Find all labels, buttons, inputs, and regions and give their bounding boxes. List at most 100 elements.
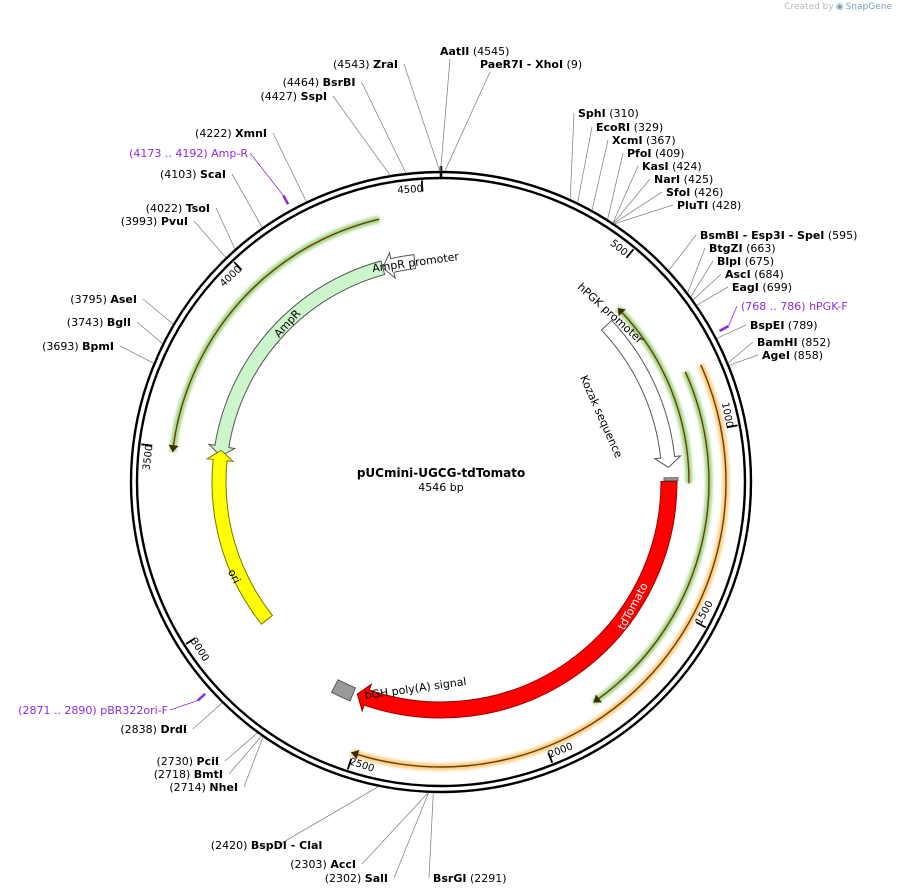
restriction-site-label[interactable]: (3795) AseI [70,293,137,306]
site-position: (424) [669,160,702,173]
green-inner-arrow [593,694,602,703]
restriction-site-label[interactable]: SfoI (426) [666,186,723,199]
restriction-site-label[interactable]: (4543) ZraI [333,58,398,71]
restriction-site-label[interactable]: EcoRI (329) [596,121,663,134]
site-name: BsrBI [323,76,356,89]
site-leader [591,139,609,211]
restriction-site-label[interactable]: (4022) TsoI [146,202,210,215]
orange-outer-arc [350,364,727,768]
primer-mark [719,325,730,332]
site-name: BamHI [757,336,798,349]
feature-bgh-poly-a-signal[interactable] [330,679,357,702]
restriction-site-label[interactable]: PfoI (409) [627,147,685,160]
restriction-site-label[interactable]: BsrGI (2291) [433,872,507,885]
site-name: PvuI [161,215,188,228]
primer-label[interactable]: (4173 .. 4192) Amp-R [129,147,248,160]
restriction-site-label[interactable]: XcmI (367) [612,134,676,147]
site-name: BsrGI [433,872,466,885]
feature-hpgk-promoter[interactable] [600,319,683,468]
site-position: (684) [751,268,784,281]
site-name: NheI [209,781,238,794]
site-name: AatII [440,45,469,58]
primer-mark [196,692,207,702]
restriction-site-label[interactable]: (4427) SspI [260,90,327,103]
site-leader [136,321,163,344]
site-position: (2420) [211,839,251,852]
site-name: EcoRI [596,121,630,134]
primer-label[interactable]: (768 .. 786) hPGK-F [741,300,848,313]
restriction-site-label[interactable]: (3743) BglI [67,316,131,329]
restriction-site-label[interactable]: (2420) BspDI - ClaI [211,839,323,852]
restriction-site-label[interactable]: (4222) XmnI [195,127,267,140]
site-name: SfoI [666,186,690,199]
credit-prefix: Created by [784,2,834,12]
site-position: (329) [630,121,663,134]
site-leader [193,220,227,258]
restriction-site-label[interactable]: PaeR7I - XhoI (9) [480,58,582,71]
restriction-site-label[interactable]: (4464) BsrBI [283,76,356,89]
restriction-site-label[interactable]: BsmBI - Esp3I - SpeI (595) [700,229,857,242]
site-leader [393,792,429,879]
site-position: (2718) [154,768,194,781]
site-leader [403,63,441,172]
site-leader [613,178,651,224]
primer-name: Amp-R [211,147,248,160]
restriction-site-label[interactable]: (2302) SalI [325,872,388,885]
site-name: BtgZI [709,242,743,255]
site-leader [687,247,706,293]
feature-ampr-promoter[interactable] [382,251,417,280]
restriction-site-label[interactable]: AscI (684) [725,268,784,281]
site-leader [612,165,639,224]
restriction-site-label[interactable]: AgeI (858) [762,349,823,362]
site-position: (428) [708,199,741,212]
orange-outer-arrow [351,749,360,760]
tick-label: 3000 [188,636,211,663]
restriction-site-label[interactable]: BamHI (852) [757,336,831,349]
site-position: (3743) [67,316,107,329]
primer-label[interactable]: (2871 .. 2890) pBR322ori-F [18,704,168,717]
restriction-site-label[interactable]: NarI (425) [654,173,713,186]
feature-label: AmpR promoter [371,250,460,275]
site-name: AscI [725,268,751,281]
feature-label: ori [225,567,243,586]
site-leader [690,260,714,298]
site-name: XcmI [612,134,643,147]
restriction-site-label[interactable]: (3693) BpmI [42,340,114,353]
site-position: (4464) [283,76,323,89]
site-position: (2714) [169,781,209,794]
tick-label: 4500 [397,184,423,197]
feature-ampr[interactable] [207,260,386,457]
restriction-site-label[interactable]: BspEI (789) [750,319,818,332]
restriction-site-label[interactable]: (2718) BmtI [154,768,223,781]
site-position: (2291) [466,872,506,885]
restriction-site-label[interactable]: KasI (424) [642,160,702,173]
green-left-arc [171,218,380,453]
restriction-site-label[interactable]: (4103) ScaI [160,168,226,181]
feature-ori[interactable] [205,449,274,625]
site-leader [614,204,674,225]
restriction-site-label[interactable]: (2838) DrdI [120,723,187,736]
feature-label: bGH poly(A) signal [364,675,468,702]
site-position: (4103) [160,168,200,181]
restriction-site-label[interactable]: BlpI (675) [717,255,774,268]
site-position: (4543) [333,58,373,71]
restriction-site-label[interactable]: SphI (310) [578,107,639,120]
restriction-site-label[interactable]: PluTI (428) [677,199,741,212]
restriction-site-label[interactable]: BtgZI (663) [709,242,776,255]
site-name: BspDI [251,839,287,852]
restriction-site-label[interactable]: AatII (4545) [440,45,509,58]
tick-mark [233,261,243,271]
restriction-site-label[interactable]: (2714) NheI [169,781,238,794]
feature-kozak-sequence[interactable] [663,477,679,482]
site-name-3: - SpeI [785,229,825,242]
site-position: (367) [643,134,676,147]
restriction-site-label[interactable]: (2303) AccI [290,858,356,871]
restriction-site-label[interactable]: EagI (699) [732,281,792,294]
tick-label: 1000 [719,402,735,429]
primer-name: pBR322ori-F [100,704,168,717]
feature-tdtomato[interactable] [356,481,678,719]
site-leader [192,702,223,730]
feature-label: Kozak sequence [577,373,625,460]
restriction-site-label[interactable]: (3993) PvuI [121,215,188,228]
restriction-site-label[interactable]: (2730) PciI [156,755,219,768]
